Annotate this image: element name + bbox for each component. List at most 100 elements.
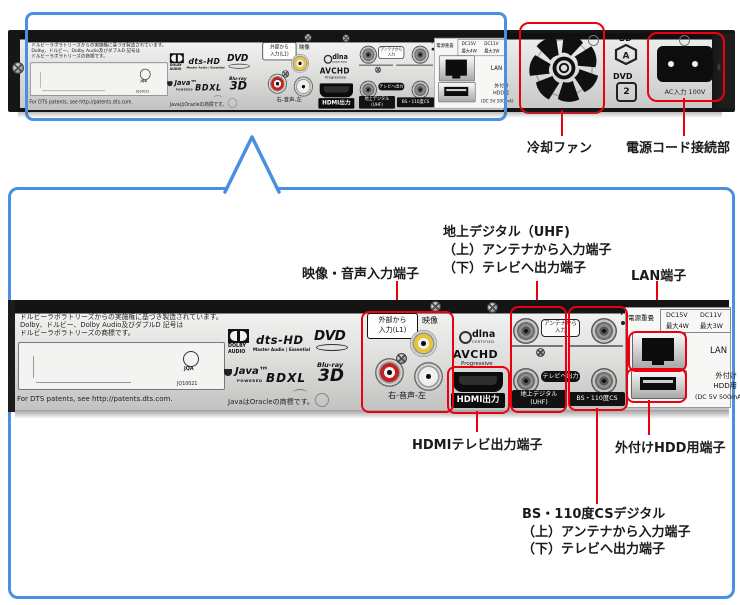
hdmi-port-slot [323, 86, 350, 93]
label-mark [36, 382, 131, 383]
hdd-port-label: 外付け HDD用 [484, 83, 509, 96]
bluray-3d-logo: 3D [229, 79, 248, 94]
dolby-logo-icon [169, 53, 184, 64]
usb-port-slot [444, 86, 469, 96]
divider [512, 345, 563, 347]
rear-panel-photo: ドルビーラボラトリーズからの実施権に基づき製造されています。 Dolby、ドルビ… [28, 33, 513, 110]
cooling-fan-icon [529, 33, 599, 102]
screw-icon [281, 70, 290, 78]
avchd-logo: AVCHD [319, 66, 350, 76]
bluray-logo: Blu-ray [229, 75, 247, 82]
callout-usb-line [648, 400, 650, 435]
bd-logo-label: BD [619, 34, 632, 43]
lan-port-slot [445, 59, 467, 76]
dvd-logo-ellipse [228, 63, 250, 69]
hdd-label-line2: HDD用 [493, 89, 509, 96]
bs-antenna-in-jack [411, 45, 429, 64]
hdd-dc-note: (DC 5V 500mA) [480, 98, 514, 104]
label-mark [33, 356, 34, 378]
video-jack [410, 330, 437, 357]
dolby-notice-line1: ドルビーラボラトリーズからの実施権に基づき製造されています。 [20, 313, 223, 321]
dts-patents-note: For DTS patents, see http://patents.dts.… [29, 99, 133, 106]
divider [568, 345, 623, 347]
ac-inlet-label: AC入力 100V [664, 88, 706, 96]
lan-port-label: LAN [710, 346, 728, 356]
divider [359, 64, 393, 66]
dolby-notice-line3: ドルビーラボラトリーズの商標です。 [31, 53, 108, 59]
screw-icon [487, 302, 498, 313]
uhf-tv-out-jack [513, 368, 539, 394]
audio-right-jack [267, 73, 288, 94]
bs-section-label: BS・110度CS [569, 392, 625, 406]
usb-callout-box [626, 368, 687, 403]
hdd-port-label: 外付け HDD用 [699, 371, 737, 390]
dolby-dd [240, 331, 247, 341]
rating-label-box: JQA JQ10021 [29, 62, 168, 96]
power-inlet-pin [692, 61, 698, 67]
dlna-logo-sub: CERTIFIED [472, 340, 495, 344]
dolby-dd [230, 331, 237, 341]
dolby-notice-line2: Dolby、ドルビー、Dolby Audio及びダブルD 記号は [20, 320, 184, 329]
magnify-pointer [223, 135, 281, 194]
bluray-logo: Blu-ray [317, 361, 344, 369]
bs-antenna-in-jack [591, 318, 617, 344]
dc-spec-v1: DC15V [461, 41, 476, 47]
dc-spec-v1: DC15V [666, 312, 688, 319]
hdmi-port [319, 83, 354, 98]
dts-logo-sub: Master Audio | Essential [186, 65, 225, 70]
dolby-dd [177, 54, 183, 62]
power-dot-mark [431, 47, 435, 51]
panel-shadow [15, 410, 729, 419]
power-inlet-pin [668, 61, 674, 67]
hdd-label-line2: HDD用 [713, 380, 737, 390]
uhf-section-line2: (UHF) [371, 101, 383, 107]
fan-callout-label: 冷却ファン [527, 141, 593, 156]
callout-uhf-label: 地上デジタル（UHF) （上）アンテナから入力端子 （下）テレビへ出力端子 [443, 224, 611, 278]
power-callout-label: 電源コード接続部 [626, 141, 731, 156]
audio-left-jack [414, 362, 443, 391]
bs-tv-out-jack [591, 368, 617, 394]
lan-port [632, 332, 686, 369]
ext-input-line2: 入力(L1) [378, 326, 407, 334]
fan-callout-box [519, 22, 605, 114]
antenna-in-label: アンテナから 入力 [378, 46, 405, 59]
hdmi-port-label: HDMI出力 [451, 393, 505, 408]
dc-spec-box: DC15V 最大4W DC11V 最大3W [660, 309, 731, 333]
screw-icon [342, 34, 350, 43]
dolby-logo-text: DOLBY [228, 344, 246, 349]
label-mark [39, 72, 41, 88]
callout-av-label: 映像・音声入力端子 [302, 267, 420, 282]
antenna-in-line2: 入力 [387, 52, 395, 57]
uhf-section-label: 地上デジタル (UHF) [359, 96, 395, 109]
dlna-logo-icon [323, 54, 333, 64]
usb-port-tongue [446, 89, 467, 92]
av-input-callout-box [361, 311, 454, 413]
dlna-logo: dlna [332, 53, 348, 61]
lan-port-tab [452, 74, 461, 79]
ext-input-label: 外部から 入力(L1) [367, 313, 418, 339]
callout-bs-line2: （上）アンテナから入力端子 [522, 524, 691, 540]
hdd-dc-note: (DC 5V 500mA) [695, 394, 740, 401]
cert-mark-icon [315, 393, 329, 407]
dc-spec-w1: 最大4W [666, 323, 689, 330]
dolby-logo-icon [228, 329, 249, 343]
callout-av-line [396, 281, 398, 312]
bs-section-label: BS・110度CS [396, 97, 435, 108]
audio-left-jack [293, 76, 314, 97]
usb-port [438, 82, 476, 103]
dc-spec-w1: 最大4W [461, 49, 477, 54]
lan-port-tab [652, 359, 664, 365]
callout-bs-label: BS・110度CSデジタル （上）アンテナから入力端子 （下）テレビへ出力端子 [522, 506, 690, 559]
callout-uhf-line3: （下）テレビへ出力端子 [443, 261, 587, 276]
callout-lan-label: LAN端子 [631, 269, 687, 284]
lan-port-label: LAN [490, 65, 503, 73]
video-jack-label: 映像 [422, 316, 438, 325]
dts-logo: dts-HD [256, 333, 304, 347]
usb-port-tongue [643, 380, 673, 383]
callout-bs-line [596, 408, 598, 504]
power-callout-box [647, 32, 725, 102]
dolby-notice-line3: ドルビーラボラトリーズの商標です。 [20, 328, 135, 337]
tv-out-label: テレビへ出力 [541, 371, 580, 382]
java-trademark-note: JavaはOracleの商標です。 [228, 398, 314, 406]
lan-callout-box [628, 331, 687, 372]
